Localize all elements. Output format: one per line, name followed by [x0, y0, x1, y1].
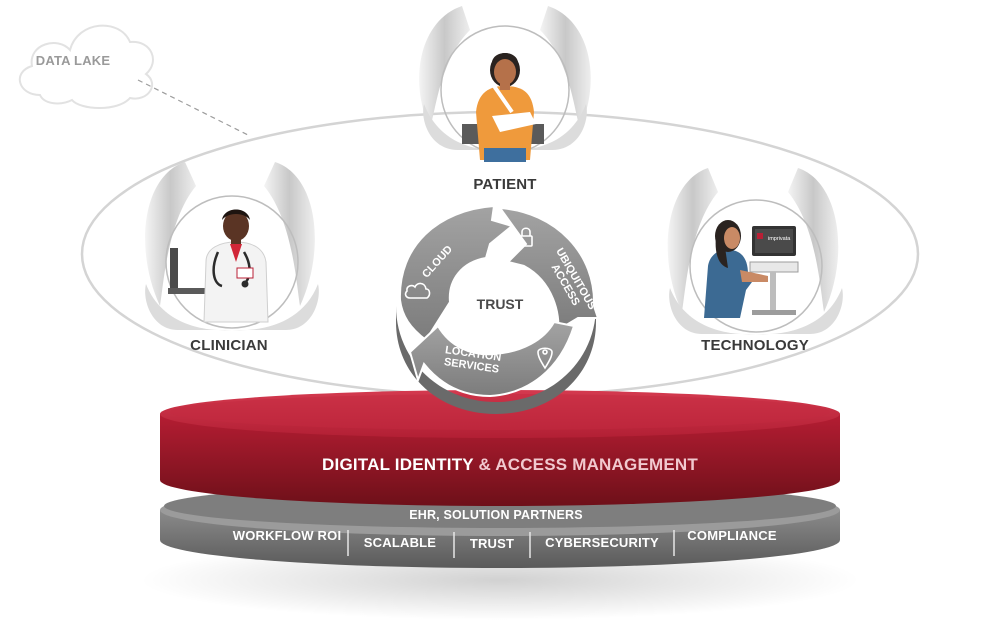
technician-figure-icon — [704, 220, 768, 318]
platform-title: DIGITAL IDENTITY & ACCESS MANAGEMENT — [322, 455, 698, 475]
trust-cycle — [396, 204, 600, 414]
pillar-compliance: COMPLIANCE — [687, 528, 777, 543]
data-lake-connector — [137, 79, 251, 137]
cycle-segment-location — [408, 320, 576, 398]
partners-label: EHR, SOLUTION PARTNERS — [409, 508, 583, 522]
technology-node: imprivata — [667, 168, 843, 335]
cycle-segment-ubiquitous — [497, 206, 600, 332]
patient-label: PATIENT — [473, 176, 537, 193]
platform-disc — [160, 390, 840, 506]
data-lake-cloud-icon — [18, 24, 154, 109]
data-lake-label: DATA LAKE — [35, 53, 111, 68]
cycle-center — [454, 266, 542, 342]
patient-figure-icon — [462, 53, 544, 162]
pillar-workflow-roi: WORKFLOW ROI — [232, 528, 342, 543]
clinician-figure-icon — [203, 209, 269, 323]
patient-node — [419, 6, 591, 162]
cycle-center-label: TRUST — [476, 296, 524, 312]
pillar-scalable: SCALABLE — [363, 535, 437, 550]
clinician-node — [145, 162, 319, 331]
technology-label: TECHNOLOGY — [701, 337, 809, 354]
monitor-brand-text: imprivata — [768, 236, 791, 242]
clinician-label: CLINICIAN — [190, 337, 268, 354]
cloud-icon — [404, 282, 431, 299]
pillar-dividers — [347, 530, 675, 558]
cycle-segment-cloud — [398, 204, 515, 342]
pillar-trust: TRUST — [469, 536, 515, 551]
platform-title-amp: & ACCESS MANAGEMENT — [478, 455, 698, 474]
pillar-cybersecurity: CYBERSECURITY — [545, 535, 659, 550]
platform-title-main: DIGITAL IDENTITY — [322, 455, 474, 474]
monitor-icon — [168, 248, 208, 294]
location-pin-icon — [537, 347, 553, 370]
workstation-icon — [749, 226, 799, 315]
lock-icon — [519, 227, 533, 247]
